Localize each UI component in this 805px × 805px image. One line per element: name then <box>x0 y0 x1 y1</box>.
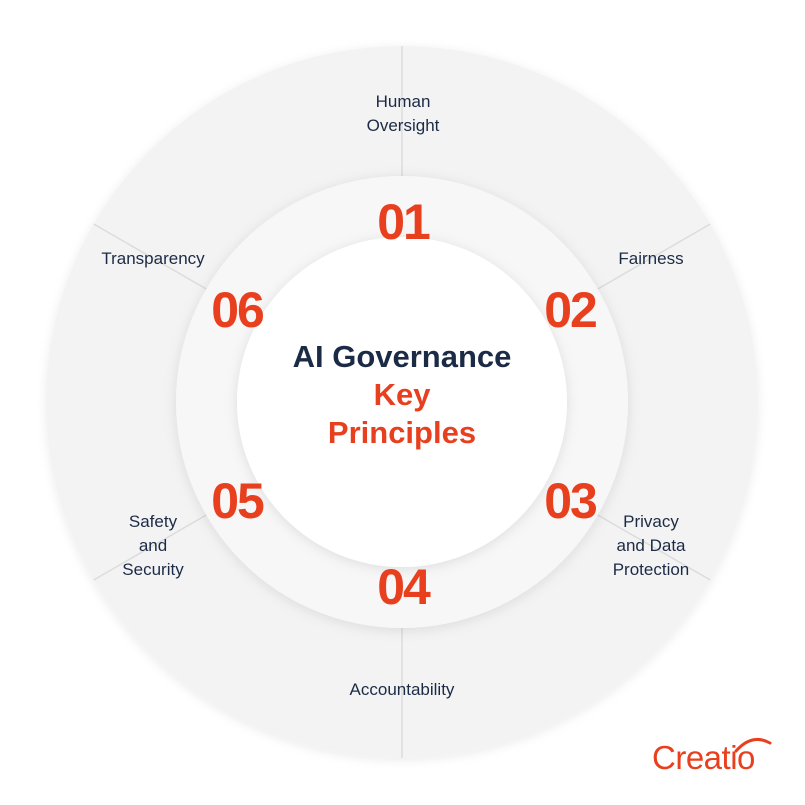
principle-number-04: 04 <box>377 559 431 615</box>
principle-number-06: 06 <box>211 282 265 338</box>
creatio-logo: Creatio <box>652 735 782 783</box>
principle-label-transparency: Transparency <box>101 249 205 268</box>
logo-wordmark: Creatio <box>652 739 755 776</box>
principle-number-01: 01 <box>377 194 431 250</box>
center-disc <box>237 237 567 567</box>
principle-number-03: 03 <box>544 473 598 529</box>
segment-divider-3 <box>93 514 207 581</box>
principle-label-privacy: Privacy and Data Protection <box>612 512 690 579</box>
center-title-line2: Key <box>373 377 431 412</box>
logo-swoosh-icon <box>734 737 772 753</box>
principle-label-fairness: Fairness <box>618 249 684 268</box>
principle-label-human-oversight: Human Oversight <box>366 92 440 135</box>
principle-label-accountability: Accountability <box>349 680 455 699</box>
principle-label-safety: Safety and Security <box>122 512 184 579</box>
segment-dividers <box>93 46 711 758</box>
segment-divider-6 <box>597 223 711 290</box>
principle-number-02: 02 <box>544 282 598 338</box>
center-title-line3: Principles <box>327 415 477 450</box>
segment-divider-4 <box>93 223 207 290</box>
principle-number-05: 05 <box>211 473 265 529</box>
segment-divider-1 <box>597 514 711 581</box>
center-title: AI Governance Key Principles <box>202 338 602 452</box>
center-title-line1: AI Governance <box>292 339 512 374</box>
